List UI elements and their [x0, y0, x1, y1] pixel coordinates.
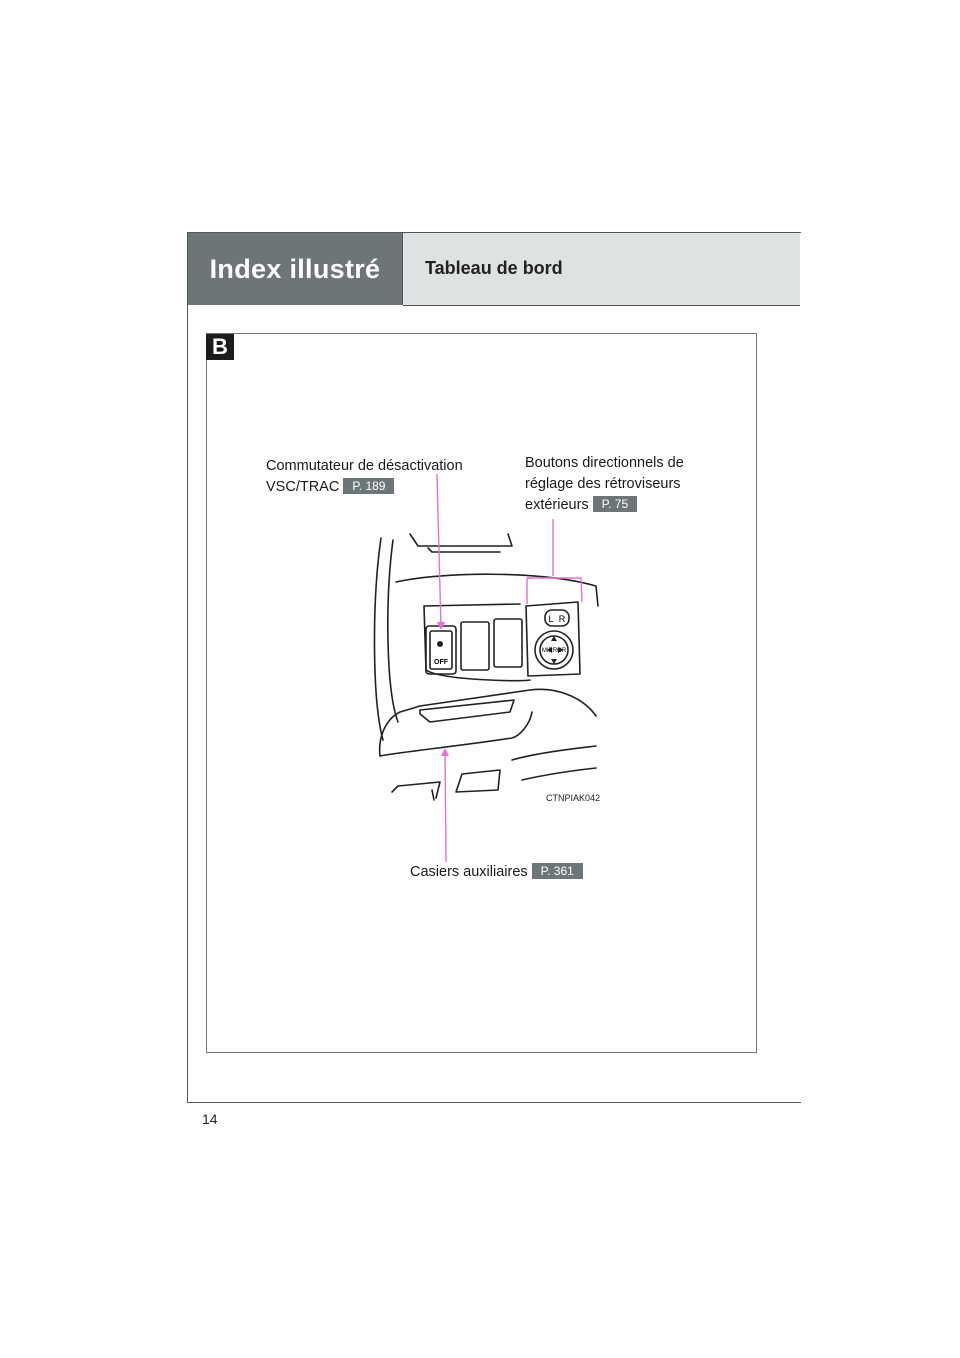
callout-line-vsc [436, 473, 442, 629]
lr-right-text: R [559, 614, 566, 624]
switch-off-text: OFF [434, 659, 449, 666]
lr-left-text: L [548, 614, 553, 624]
figure-code: CTNPIAK042 [546, 793, 600, 803]
figure-section-tab: B [206, 334, 234, 360]
callout-vsc-line2: VSC/TRAC [266, 479, 340, 495]
dashboard-top-edge [395, 573, 599, 607]
steering-column-line [373, 537, 384, 741]
callout-line-mirrors [526, 519, 583, 604]
blank-switch-2 [493, 618, 523, 668]
callout-vsc-line1: Commutateur de désactivation [266, 458, 463, 474]
steering-column-line-2 [387, 539, 399, 723]
ref-mirrors[interactable]: P. 75 [592, 496, 638, 512]
page-title: Tableau de bord [425, 258, 563, 278]
callout-mirror-buttons: Boutons directionnels de réglage des rét… [525, 453, 684, 516]
ref-vsc-trac[interactable]: P. 189 [343, 478, 395, 494]
figure-box [206, 333, 757, 1053]
switch-panel [423, 605, 531, 682]
callout-storage-line1: Casiers auxiliaires [410, 864, 528, 880]
ref-storage[interactable]: P. 361 [531, 863, 583, 879]
storage-slot [419, 699, 515, 723]
callout-mirror-line3: extérieurs [525, 497, 589, 513]
page-number: 14 [202, 1111, 218, 1127]
cup-holder-right [455, 769, 501, 793]
storage-compartment [378, 688, 597, 757]
callout-line-storage [444, 751, 447, 863]
blank-switch-1 [460, 621, 490, 671]
section-title: Index illustré [188, 233, 402, 305]
mirror-switch-panel [525, 601, 581, 677]
mirror-text: MIRROR [542, 648, 567, 654]
header-divider [402, 233, 403, 305]
lr-selector [544, 609, 570, 627]
page-frame [187, 232, 801, 1103]
page-title-bar: Tableau de bord [403, 233, 800, 306]
callout-mirror-line1: Boutons directionnels de [525, 455, 684, 471]
cup-holder-left [391, 781, 441, 799]
callout-mirror-line2: réglage des rétroviseurs [525, 476, 681, 492]
mirror-dial-outer [534, 630, 574, 670]
top-vent [409, 533, 513, 547]
